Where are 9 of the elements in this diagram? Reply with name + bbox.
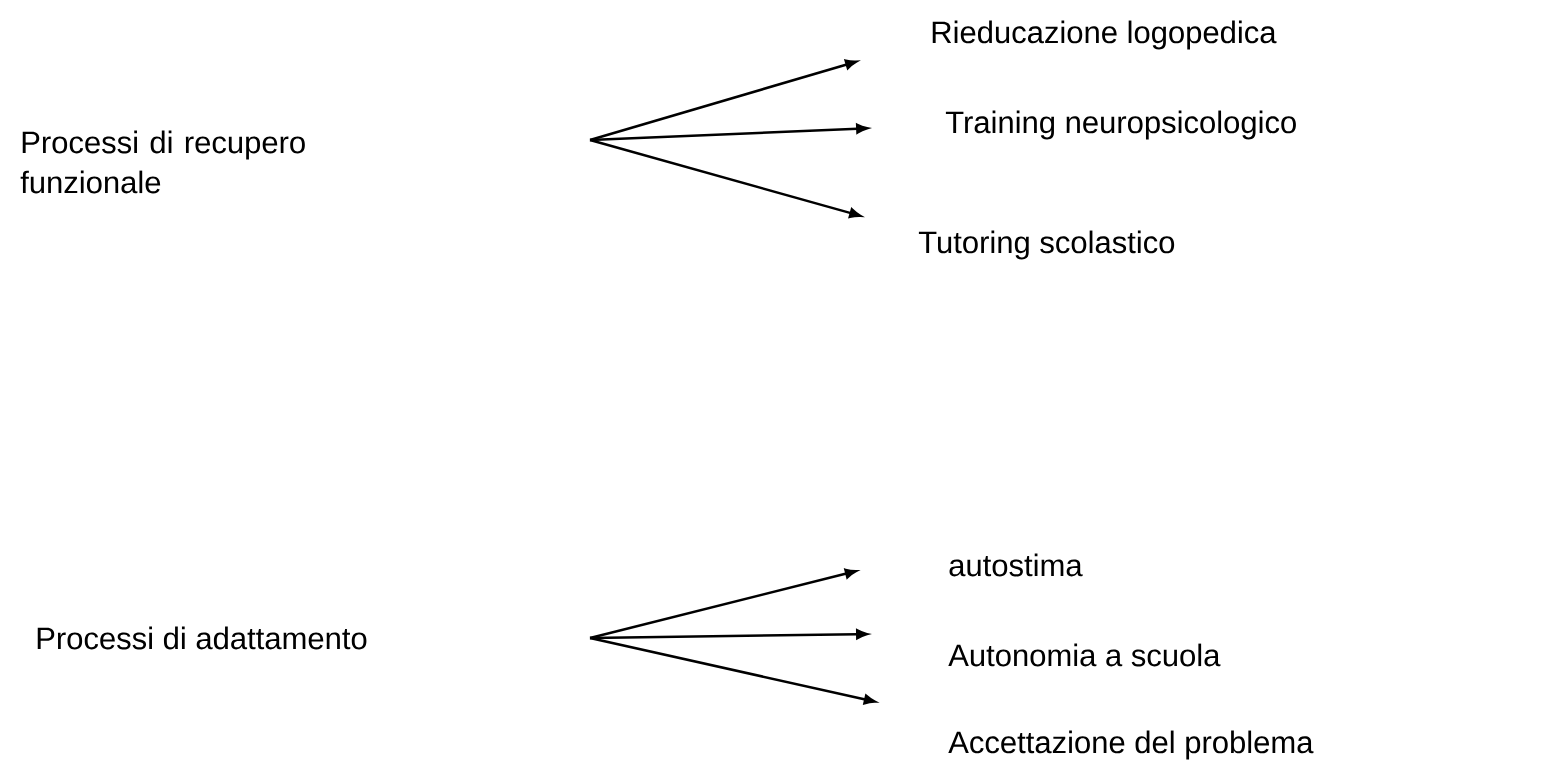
text-label: autostima	[949, 553, 1083, 577]
text-label: Rieducazione logopedica	[932, 20, 1277, 50]
text-label: Autonomia a scuola	[948, 643, 1221, 667]
text-label: Processi di adattamento	[37, 626, 367, 650]
arrow	[589, 138, 862, 219]
text-label: Tutoring scolastico	[918, 230, 1175, 260]
text-label: Training neuropsicologico	[945, 110, 1296, 140]
text-label: Accettazione del problema	[948, 730, 1314, 760]
text-label: Processi di recupero funzionale	[20, 130, 305, 194]
